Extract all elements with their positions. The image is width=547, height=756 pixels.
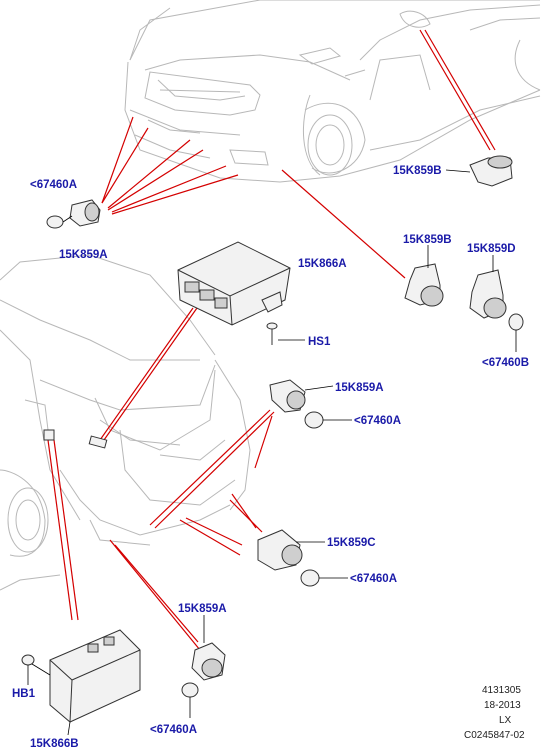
meta-model-code: LX <box>499 715 512 726</box>
sensor-15k859c <box>257 529 348 587</box>
screw-hs1 <box>266 322 305 345</box>
bolt-hb1 <box>21 654 51 685</box>
callout-67460a-rear-right: <67460A <box>354 415 401 427</box>
side-module <box>43 429 55 441</box>
callout-67460a-rear-c: <67460A <box>350 573 397 585</box>
callout-67460b: <67460B <box>482 357 529 369</box>
module-15k866b <box>49 629 141 736</box>
callout-hb1: HB1 <box>12 688 36 700</box>
meta-illustration-number: 4131305 <box>482 685 521 696</box>
callout-hs1: HS1 <box>308 336 331 348</box>
callout-15k859c: 15K859C <box>327 537 376 549</box>
sensor-15k859a-front <box>46 199 101 229</box>
callout-15k859a-rear-right: 15K859A <box>335 382 384 394</box>
rear-vehicle-outline <box>0 254 251 591</box>
sensor-15k859b-middle <box>404 245 444 307</box>
sensor-15k859b-top <box>445 155 513 187</box>
callout-15k859a-front: 15K859A <box>59 249 108 261</box>
callout-15k866a: 15K866A <box>298 258 347 270</box>
hatch-module <box>88 435 108 449</box>
sensor-15k859a-rear-bottom <box>181 615 226 718</box>
meta-drawing-number: C0245847-02 <box>464 730 525 741</box>
callout-15k859a-rear-bottom: 15K859A <box>178 603 227 615</box>
callout-67460a-front: <67460A <box>30 179 77 191</box>
front-vehicle-outline <box>124 0 541 183</box>
meta-date-code: 18-2013 <box>484 700 521 711</box>
red-leader-lines <box>47 29 496 651</box>
callout-15k859b-top: 15K859B <box>393 165 442 177</box>
sensor-15k859d <box>469 255 524 352</box>
callout-67460a-rear-bottom: <67460A <box>150 724 197 736</box>
sensor-15k859a-rear-right <box>269 379 352 429</box>
callout-15k859d: 15K859D <box>467 243 516 255</box>
callout-15k859b-middle: 15K859B <box>403 234 452 246</box>
callout-15k866b: 15K866B <box>30 738 79 750</box>
module-15k866a <box>177 241 291 326</box>
